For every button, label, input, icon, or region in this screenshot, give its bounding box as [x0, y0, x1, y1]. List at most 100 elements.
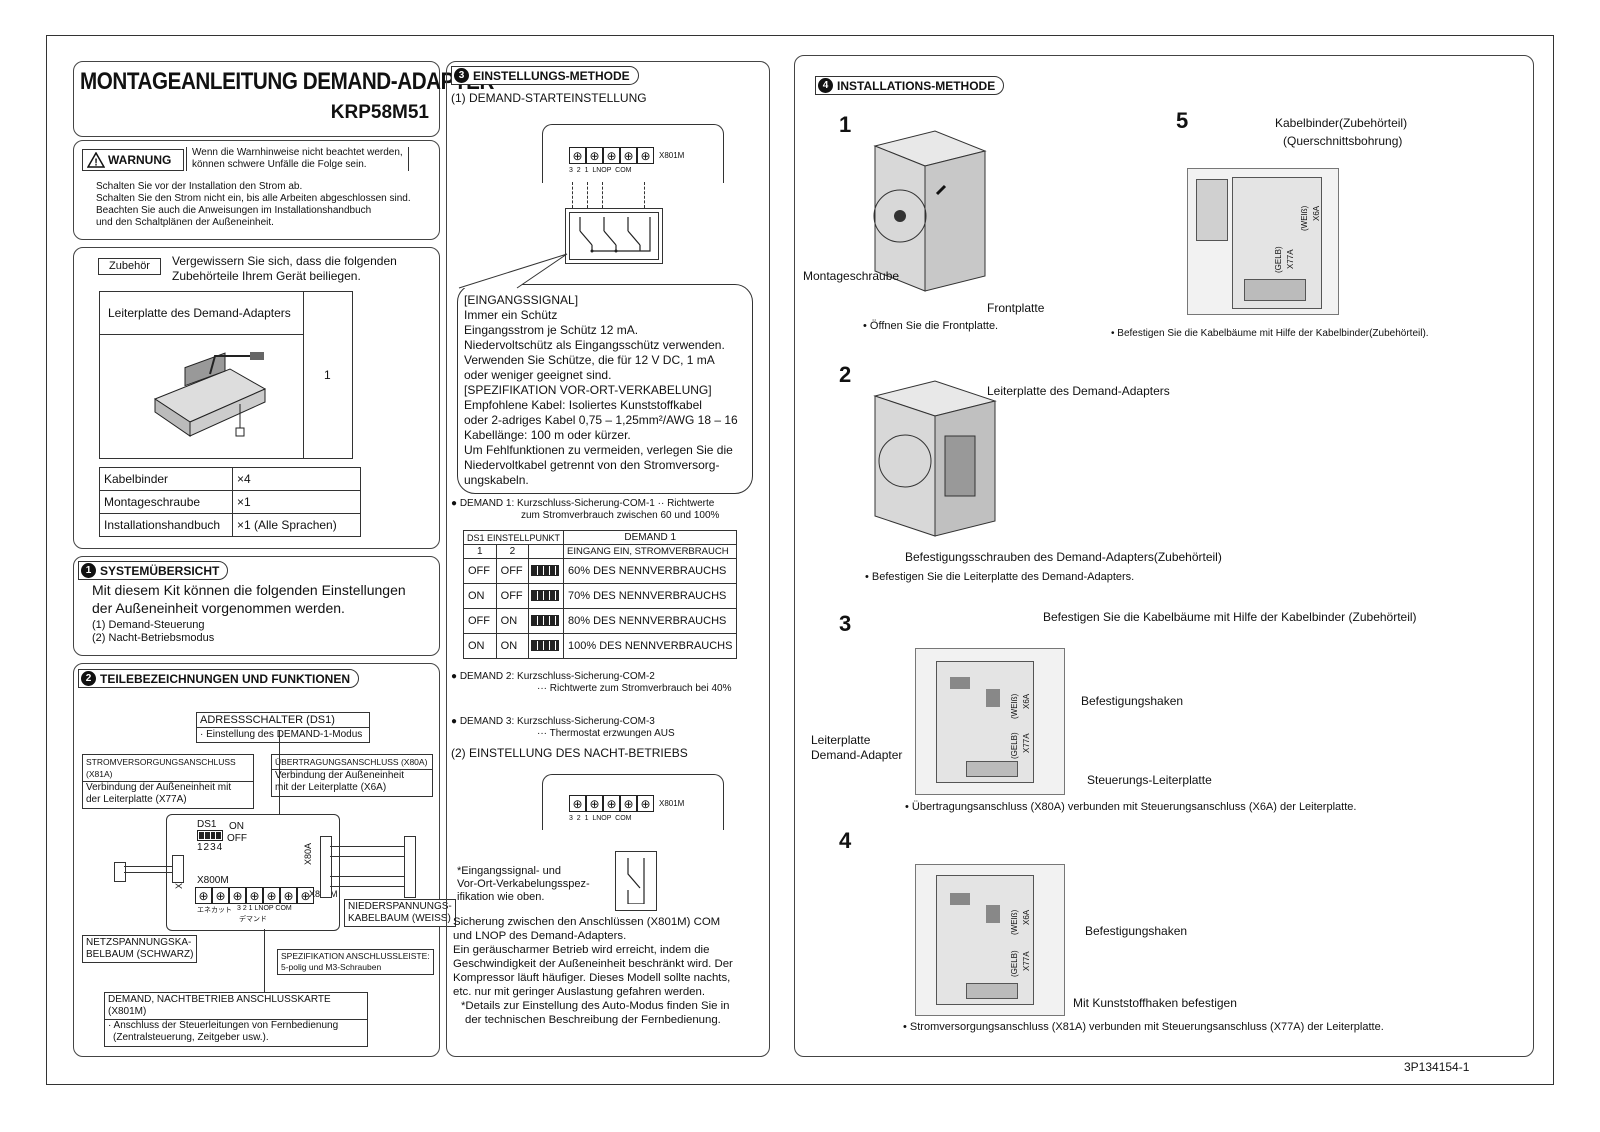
consumption-value: 70% DES NENNVERBRAUCHS: [563, 583, 738, 609]
section1-box: 1 SYSTEMÜBERSICHT Mit diesem Kit können …: [73, 556, 440, 656]
section-title: INSTALLATIONS-METHODE: [837, 78, 996, 93]
step1-caption: • Öffnen Sie die Frontplatte.: [863, 320, 999, 332]
switch2-state: OFF: [495, 583, 530, 609]
switch1-state: OFF: [463, 608, 497, 634]
demand3-text: ● DEMAND 3: Kurzschluss-Sicherung-COM-3 …: [451, 716, 675, 740]
demand2-text: ● DEMAND 2: Kurzschluss-Sicherung-COM-2 …: [451, 671, 732, 695]
demand-start-subheading: (1) DEMAND-STARTEINSTELLUNG: [451, 91, 647, 105]
section1-heading: 1 SYSTEMÜBERSICHT: [78, 561, 229, 580]
board-tag-x77a: X77A: [1286, 249, 1295, 269]
terminal-icon: ⊕: [195, 887, 212, 904]
board-qty: 1: [324, 368, 331, 382]
board-tag-x6a: X6A: [1022, 693, 1031, 709]
table-header: EINGANG EIN, STROMVERBRAUCH: [563, 544, 738, 559]
demand1-line1: ● DEMAND 1: Kurzschluss-Sicherung-COM-1 …: [451, 498, 715, 509]
mains-line2: BELBAUM (SCHWARZ): [86, 949, 194, 960]
table-row: Montageschraube×1: [99, 490, 361, 514]
terminal-x801m-label: X801M: [659, 799, 685, 808]
section-number: 1: [81, 563, 96, 578]
step5-binder-label: Kabelbinder(Zubehörteil): [1275, 116, 1408, 130]
mains-line1: NETZSPANNUNGSKA-: [86, 937, 192, 948]
section-title: SYSTEMÜBERSICHT: [100, 563, 220, 578]
input-line: Niedervoltkabel getrennt von den Stromve…: [464, 458, 720, 472]
contact-switches-icon: [579, 217, 651, 253]
section1-list: (1) Demand-Steuerung (2) Nacht-Betriebsm…: [92, 619, 214, 645]
board-tag-x6a: X6A: [1312, 205, 1321, 221]
switch2-state: OFF: [495, 558, 530, 584]
step3-left-line1: Leiterplatte: [811, 733, 871, 747]
consumption-value: 80% DES NENNVERBRAUCHS: [563, 608, 738, 634]
accessories-intro-line2: Zubehörteile Ihrem Gerät beiliegen.: [172, 269, 361, 283]
switch1-state: ON: [463, 583, 497, 609]
terminal-icon: ⊕: [229, 887, 246, 904]
board-qty-cell: 1: [303, 291, 353, 459]
step2-caption: • Befestigen Sie die Leiterplatte des De…: [865, 571, 1135, 583]
accessories-intro: Vergewissern Sie sich, dass die folgende…: [172, 254, 397, 284]
night-note: *Eingangssignal- und Vor-Ort-Verkabelung…: [457, 865, 590, 904]
board-tag-x6a: X6A: [1022, 909, 1031, 925]
terminal-icon: ⊕: [603, 147, 620, 164]
step2-screws-label: Befestigungsschrauben des Demand-Adapter…: [905, 550, 1222, 564]
terminal-icon: ⊕: [637, 147, 654, 164]
document-code: 3P134154-1: [1404, 1060, 1470, 1074]
step1-front-label: Frontplatte: [987, 301, 1045, 315]
step3-top-label: Befestigen Sie die Kabelbäume mit Hilfe …: [1043, 610, 1417, 624]
table-row: DS1 EINSTELLPUNKT DEMAND 1: [462, 530, 738, 545]
terminal-icon: ⊕: [586, 147, 603, 164]
item-name: Kabelbinder: [99, 467, 233, 491]
ds1-on: ON: [229, 821, 244, 832]
step3-ctrl-label: Steuerungs-Leiterplatte: [1087, 773, 1212, 787]
step-5-number: 5: [1176, 108, 1189, 133]
item-name: Installationshandbuch: [99, 513, 233, 537]
transmission-connector-line1: Verbindung der Außeneinheit: [275, 770, 404, 781]
warning-label: WARNUNG: [108, 153, 172, 167]
step-4-number: 4: [839, 828, 852, 853]
low-voltage-line1: NIEDERSPANNUNGS-: [348, 901, 452, 912]
warning-line: Schalten Sie vor der Installation den St…: [96, 181, 303, 192]
warning-line: und den Schaltplänen der Außeneinheit.: [96, 217, 274, 228]
input-line: Verwenden Sie Schütze, die für 12 V DC, …: [464, 353, 715, 367]
x800m-label: X800M: [197, 875, 229, 886]
terminal-spec-line2: 5-polig und M3-Schrauben: [281, 962, 382, 972]
title-box: MONTAGEANLEITUNG DEMAND-ADAPTER KRP58M51: [73, 61, 494, 137]
night-switch-icon: [627, 858, 645, 904]
demand1-table: DS1 EINSTELLPUNKT DEMAND 1 1 2 EINGANG E…: [462, 530, 738, 659]
night-line: Kompressor läuft häufiger. Dieses Modell…: [453, 972, 731, 984]
step-2-number: 2: [839, 362, 852, 387]
step3-caption: • Übertragungsanschluss (X80A) verbunden…: [905, 801, 1357, 813]
switch1-state: OFF: [463, 558, 497, 584]
table-header: 1: [463, 544, 497, 559]
table-row: Installationshandbuch×1 (Alle Sprachen): [99, 513, 361, 537]
step4-hook-label: Befestigungshaken: [1085, 924, 1188, 938]
input-line: oder weniger geeignet sind.: [464, 368, 612, 382]
board-tag-gelb: (GELB): [1010, 950, 1019, 977]
section1-line1: Mit diesem Kit können die folgenden Eins…: [92, 582, 406, 598]
terminal-icon: ⊕: [586, 795, 603, 812]
table-header: DS1 EINSTELLPUNKT: [462, 530, 565, 545]
night-line: und LNOP des Demand-Adapters.: [453, 930, 627, 942]
night-note-line3: ifikation wie oben.: [457, 891, 545, 903]
control-board-illustration-3: (WEIß) X6A (GELB) X77A: [915, 648, 1065, 795]
terminal-icon: ⊕: [280, 887, 297, 904]
board-tag-weiss: (WEIß): [1010, 909, 1019, 935]
list-item: (2) Nacht-Betriebsmodus: [92, 632, 215, 644]
section-number: 3: [454, 68, 469, 83]
night-line: etc. nur mit geringer Auslastung gefahre…: [453, 986, 706, 998]
input-line: [EINGANGSSIGNAL]: [464, 293, 579, 307]
step3-left-label: Leiterplatte Demand-Adapter: [811, 733, 902, 763]
section3-box: 3 EINSTELLUNGS-METHODE (1) DEMAND-STARTE…: [446, 61, 770, 1057]
terminal-icon: ⊕: [569, 147, 586, 164]
ds1-label: DS1: [197, 819, 217, 830]
terminal-icon: ⊕: [263, 887, 280, 904]
terminal-icon: ⊕: [620, 795, 637, 812]
model-number: KRP58M51: [330, 102, 429, 123]
terminal-labels: 3 2 1 LNOP COM: [569, 167, 632, 174]
board-cell: Leiterplatte des Demand-Adapters: [99, 291, 306, 459]
dip-switch-icon: [528, 558, 565, 584]
demand1-line2: zum Stromverbrauch zwischen 60 und 100%: [521, 510, 720, 521]
jp-label-1: エネカット: [197, 907, 232, 914]
night-note-line1: *Eingangssignal- und: [457, 865, 561, 877]
terminal-card-line1: · Anschluss der Steuerleitungen von Fern…: [108, 1020, 339, 1031]
section1-text: Mit diesem Kit können die folgenden Eins…: [92, 581, 406, 617]
input-line: Eingangsstrom je Schütz 12 mA.: [464, 323, 639, 337]
